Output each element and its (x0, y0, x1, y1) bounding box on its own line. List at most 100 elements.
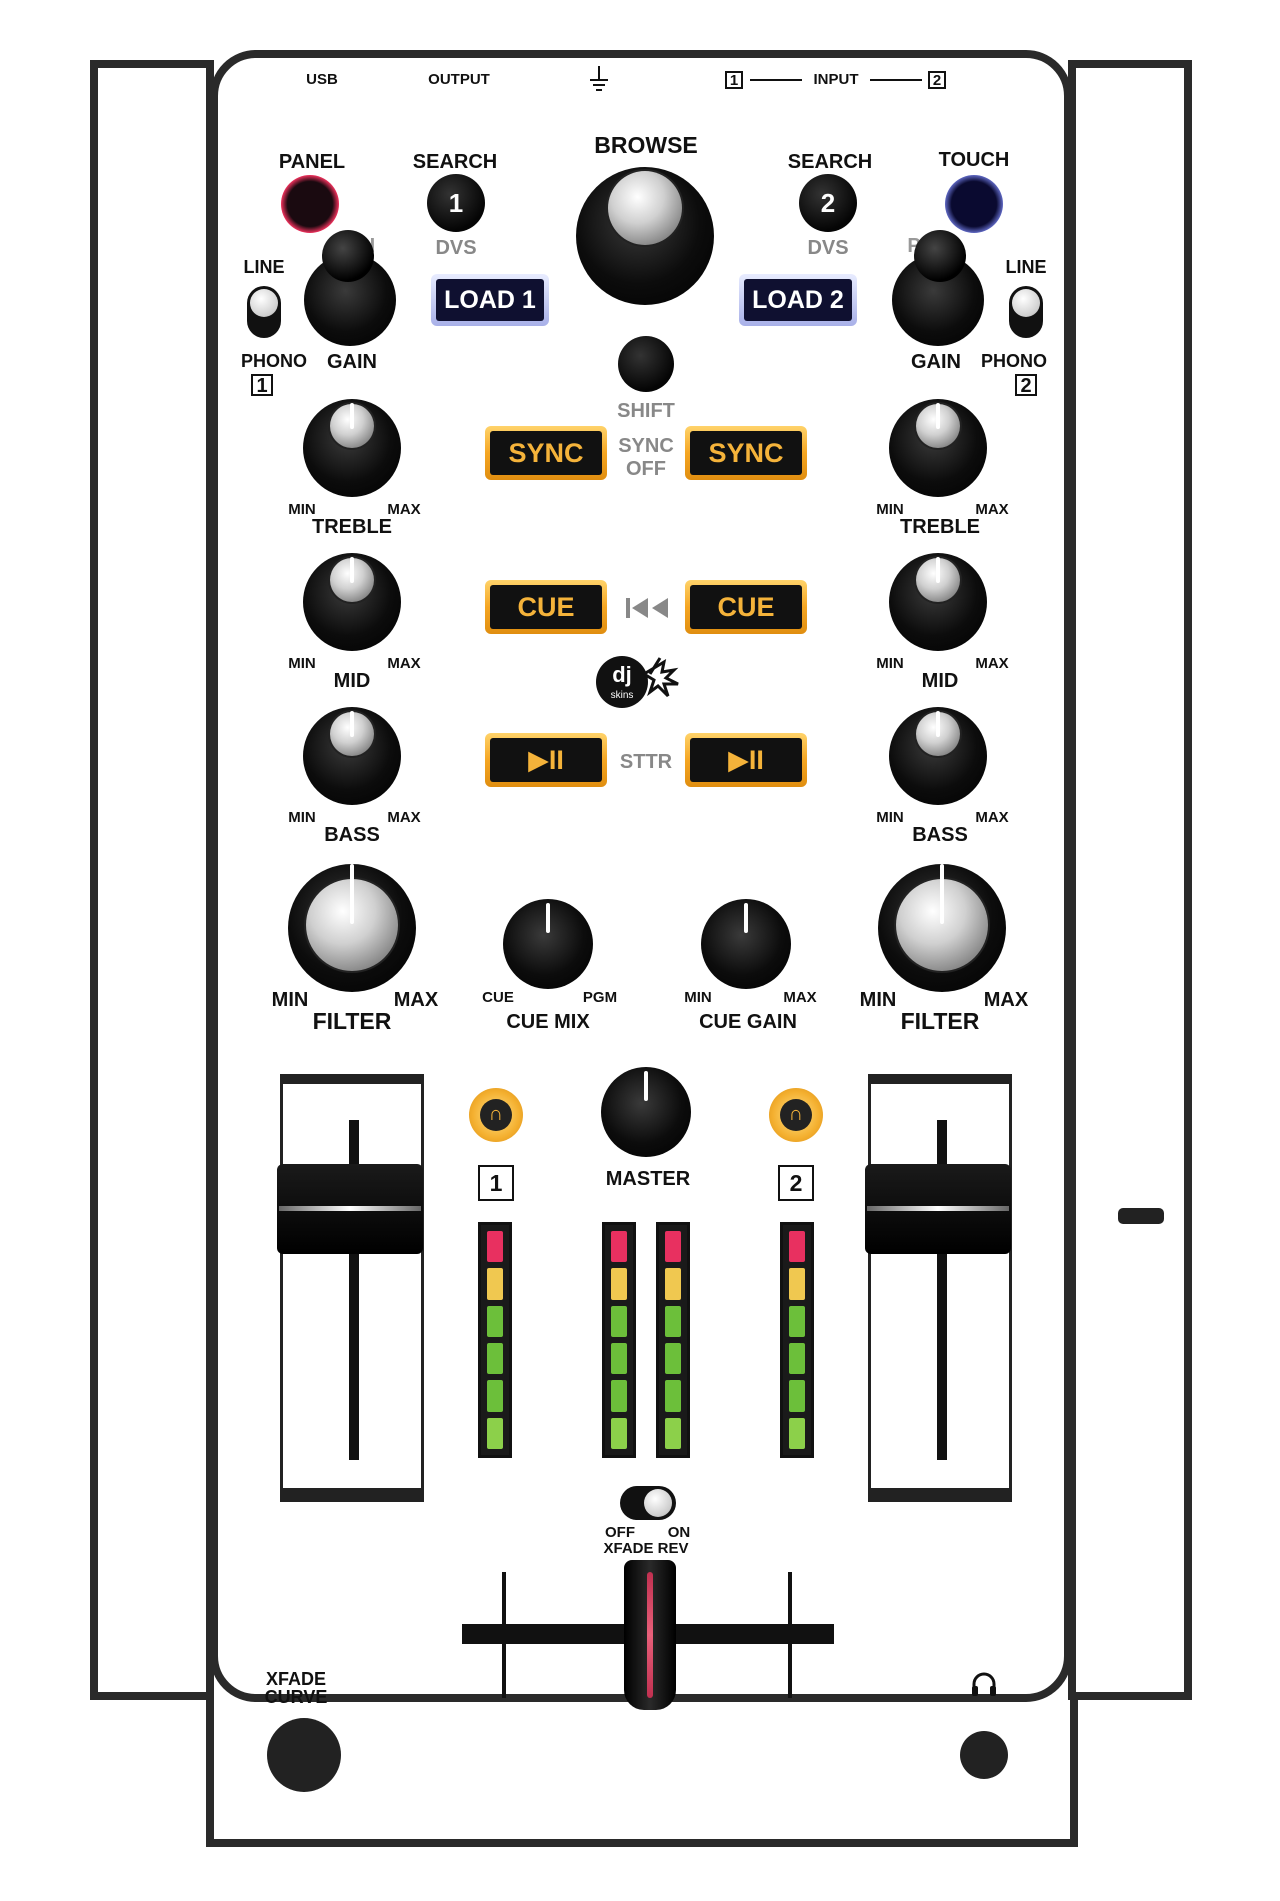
line-phono-switch-right[interactable] (1009, 286, 1043, 338)
headphone-icon (970, 1670, 998, 1698)
sttr-label: STTR (619, 751, 673, 773)
treble-knob-right[interactable] (889, 399, 987, 497)
svg-text:skins: skins (611, 690, 634, 701)
input-line-right (870, 79, 922, 81)
ground-icon (588, 66, 610, 92)
sync-off-label-1: SYNC (618, 435, 674, 457)
cue-mix-label: CUE MIX (506, 1011, 590, 1033)
input-num-1: 1 (725, 71, 743, 89)
base-hole-right (960, 1731, 1008, 1779)
filter-max-left: MAX (393, 989, 439, 1011)
load-2-button[interactable]: LOAD 2 (739, 274, 857, 326)
treble-knob-left[interactable] (303, 399, 401, 497)
crossfader-tick-left (502, 1572, 506, 1698)
bass-knob-right[interactable] (889, 707, 987, 805)
cue-gain-knob[interactable] (701, 899, 791, 989)
search-label-left: SEARCH (412, 151, 498, 173)
dvs-label-left: DVS (435, 237, 477, 259)
level-meter-master-right (656, 1222, 690, 1458)
bass-max-left: MAX (387, 809, 421, 826)
input-label: INPUT (813, 71, 859, 88)
filter-label-left: FILTER (312, 1008, 392, 1034)
play-pause-button-left[interactable]: ▶II (485, 733, 607, 787)
browse-label: BROWSE (594, 132, 698, 158)
touch-label: TOUCH (938, 149, 1010, 171)
search-2-button[interactable]: 2 (799, 174, 857, 232)
shift-label: SHIFT (617, 400, 675, 422)
search-1-button[interactable]: 1 (427, 174, 485, 232)
dvs-label-right: DVS (807, 237, 849, 259)
input-num-2: 2 (928, 71, 946, 89)
crossfader-tick-right (788, 1572, 792, 1698)
treble-min-right: MIN (876, 501, 904, 518)
filter-max-right: MAX (983, 989, 1029, 1011)
treble-max-right: MAX (975, 501, 1009, 518)
bass-max-right: MAX (975, 809, 1009, 826)
browse-knob[interactable] (576, 167, 714, 305)
mid-min-right: MIN (876, 655, 904, 672)
filter-min-left: MIN (271, 989, 309, 1011)
mid-max-right: MAX (975, 655, 1009, 672)
master-knob[interactable] (601, 1067, 691, 1157)
xfade-curve-label-2: CURVE (264, 1687, 328, 1707)
mid-knob-right[interactable] (889, 553, 987, 651)
master-label: MASTER (605, 1168, 691, 1190)
mid-knob-left[interactable] (303, 553, 401, 651)
mid-label-left: MID (333, 670, 371, 692)
level-meter-ch2 (780, 1222, 814, 1458)
search-label-right: SEARCH (787, 151, 873, 173)
channel-num-left: 1 (251, 374, 273, 396)
treble-max-left: MAX (387, 501, 421, 518)
gain-label-right: GAIN (911, 351, 961, 373)
treble-min-left: MIN (288, 501, 316, 518)
cue-mix-pgm-label: PGM (582, 989, 618, 1006)
channel-fader-left[interactable] (277, 1074, 424, 1502)
dj-skins-logo: dj skins (592, 648, 704, 710)
headphone-cue-button-1[interactable]: ∩ (469, 1088, 523, 1142)
line-label-left: LINE (243, 257, 285, 277)
panel-label: PANEL (278, 151, 346, 173)
xfade-rev-label: XFADE REV (603, 1540, 689, 1557)
cue-mix-knob[interactable] (503, 899, 593, 989)
shift-button[interactable] (618, 336, 674, 392)
channel-num-right: 2 (1015, 374, 1037, 396)
filter-knob-right[interactable] (878, 864, 1006, 992)
xfade-rev-off-label: OFF (605, 1524, 635, 1541)
level-meter-master-left (602, 1222, 636, 1458)
base-hole-left (267, 1718, 341, 1792)
line-phono-switch-left[interactable] (247, 286, 281, 338)
cue-button-left[interactable]: CUE (485, 580, 607, 634)
cue-gain-min-label: MIN (684, 989, 712, 1006)
cue-gain-max-label: MAX (783, 989, 817, 1006)
treble-label-right: TREBLE (900, 516, 980, 538)
sync-off-label-2: OFF (626, 458, 666, 480)
headphone-cue-button-2[interactable]: ∩ (769, 1088, 823, 1142)
channel-fader-right[interactable] (865, 1074, 1012, 1502)
sync-button-left[interactable]: SYNC (485, 426, 607, 480)
gain-knob-right[interactable] (892, 230, 984, 346)
cue-button-right[interactable]: CUE (685, 580, 807, 634)
sync-button-right[interactable]: SYNC (685, 426, 807, 480)
xfade-rev-switch[interactable] (620, 1486, 676, 1520)
cue-gain-label: CUE GAIN (699, 1011, 797, 1033)
load-1-button[interactable]: LOAD 1 (431, 274, 549, 326)
svg-text:dj: dj (612, 662, 632, 687)
skip-back-icon (624, 596, 672, 620)
mid-max-left: MAX (387, 655, 421, 672)
gain-knob-left[interactable] (304, 230, 396, 346)
bass-label-left: BASS (324, 824, 380, 846)
mid-min-left: MIN (288, 655, 316, 672)
cue-mix-cue-label: CUE (482, 989, 514, 1006)
crossfader-cap[interactable] (624, 1560, 676, 1710)
right-side-rail (1068, 60, 1192, 1700)
phono-label-left: PHONO (240, 351, 308, 371)
panel-button[interactable] (281, 175, 339, 233)
headphone-icon: ∩ (479, 1098, 513, 1132)
output-label: OUTPUT (428, 71, 490, 88)
play-pause-button-right[interactable]: ▶II (685, 733, 807, 787)
bass-knob-left[interactable] (303, 707, 401, 805)
input-line-left (750, 79, 802, 81)
touch-button[interactable] (945, 175, 1003, 233)
filter-min-right: MIN (859, 989, 897, 1011)
filter-knob-left[interactable] (288, 864, 416, 992)
